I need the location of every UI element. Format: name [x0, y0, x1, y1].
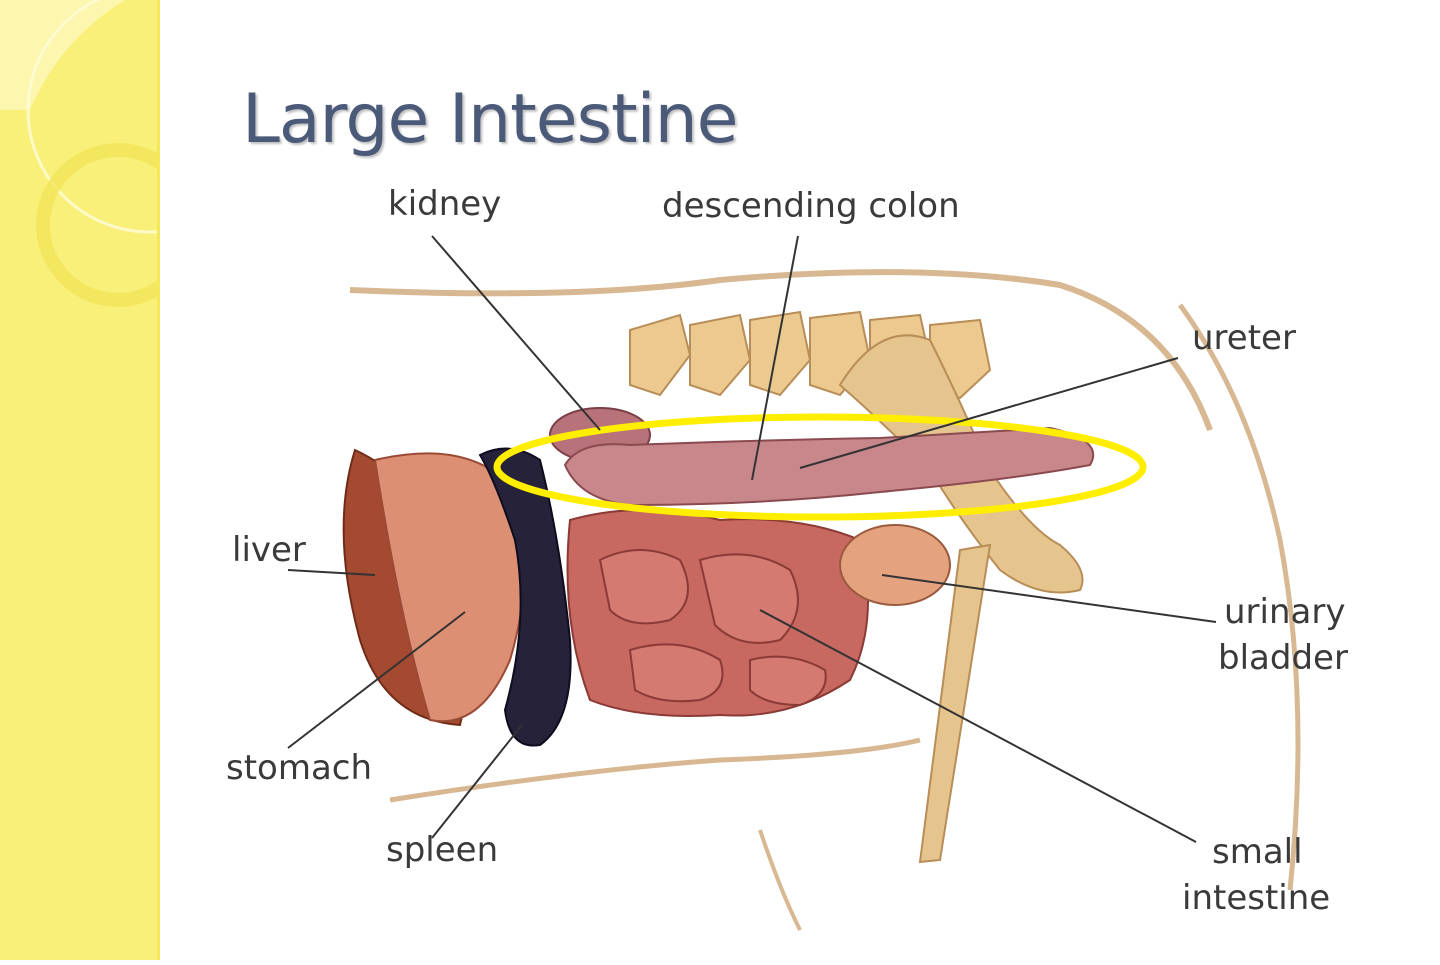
sidebar-divider — [157, 0, 160, 960]
body-outline-top — [349, 269, 1213, 432]
spleen — [478, 447, 572, 747]
highlight-ellipse — [493, 413, 1147, 521]
anatomy-illustration — [287, 235, 1301, 931]
leader-lines — [287, 235, 1217, 843]
label-liver: liver — [232, 530, 306, 570]
label-ureter: ureter — [1192, 318, 1296, 358]
page-title: Large Intestine — [242, 80, 738, 159]
body-outline-back — [1177, 303, 1301, 891]
urinary-bladder — [839, 524, 951, 606]
small-intestine — [566, 509, 869, 717]
sidebar-decoration — [0, 0, 160, 960]
stomach — [373, 452, 525, 723]
body-outline-belly — [389, 737, 921, 803]
label-stomach: stomach — [226, 748, 373, 788]
label-small-intestine-line1: small — [1212, 832, 1303, 872]
body-outline-leg — [758, 829, 802, 931]
label-urinary-bladder-line2: bladder — [1218, 638, 1348, 678]
label-kidney: kidney — [388, 184, 502, 224]
decorative-circles — [0, 0, 160, 307]
descending-colon — [563, 426, 1095, 507]
label-urinary-bladder-line1: urinary — [1224, 592, 1346, 632]
label-descending-colon: descending colon — [662, 186, 960, 226]
femur — [918, 543, 992, 864]
label-small-intestine-line2: intestine — [1182, 878, 1331, 918]
label-spleen: spleen — [386, 830, 499, 870]
anatomy-diagram: kidney descending colon ureter liver uri… — [160, 0, 1440, 960]
